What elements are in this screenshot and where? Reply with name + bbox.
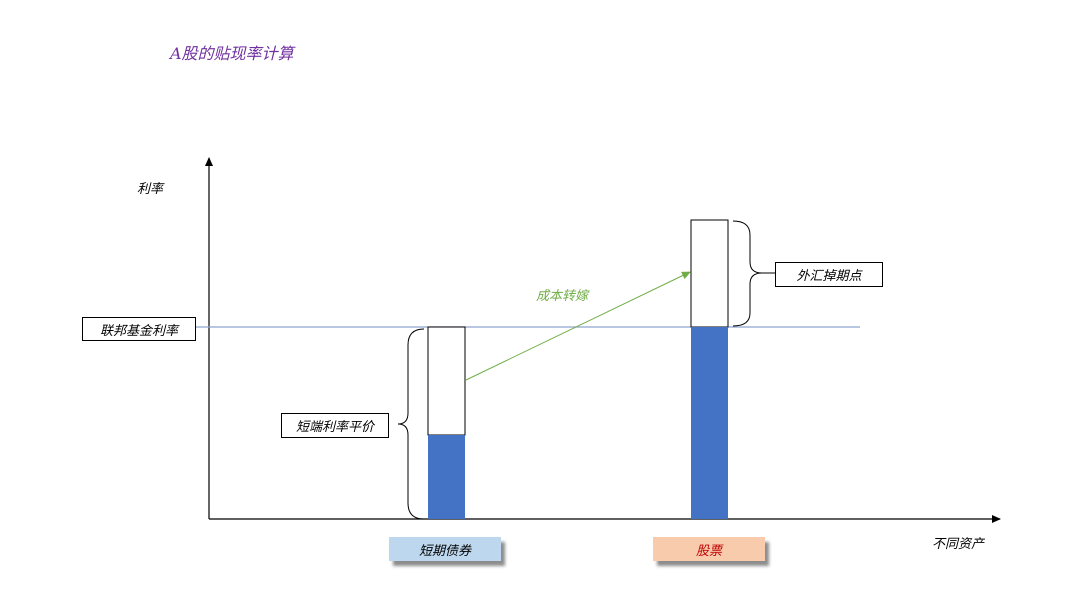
asset-tag-stock: 股票 xyxy=(653,537,765,561)
page-title: A股的贴现率计算 xyxy=(170,44,294,63)
stock-bar-spread xyxy=(690,219,729,328)
bond-bar-base xyxy=(428,435,465,519)
fed-funds-rate-label: 联邦基金利率 xyxy=(82,317,196,341)
fx-swap-points-label: 外汇掉期点 xyxy=(775,262,883,287)
bond-bracket xyxy=(397,328,425,520)
x-axis-label: 不同资产 xyxy=(932,537,985,552)
stock-bar-base xyxy=(691,327,728,519)
y-axis-label: 利率 xyxy=(137,182,164,197)
bond-bar-spread xyxy=(427,326,466,436)
cost-transfer-label: 成本转嫁 xyxy=(536,289,589,304)
cost-transfer-arrow xyxy=(465,271,691,381)
stock-bracket xyxy=(732,220,763,327)
interest-rate-parity-label: 短端利率平价 xyxy=(281,413,389,438)
asset-tag-bond: 短期债券 xyxy=(389,537,501,561)
